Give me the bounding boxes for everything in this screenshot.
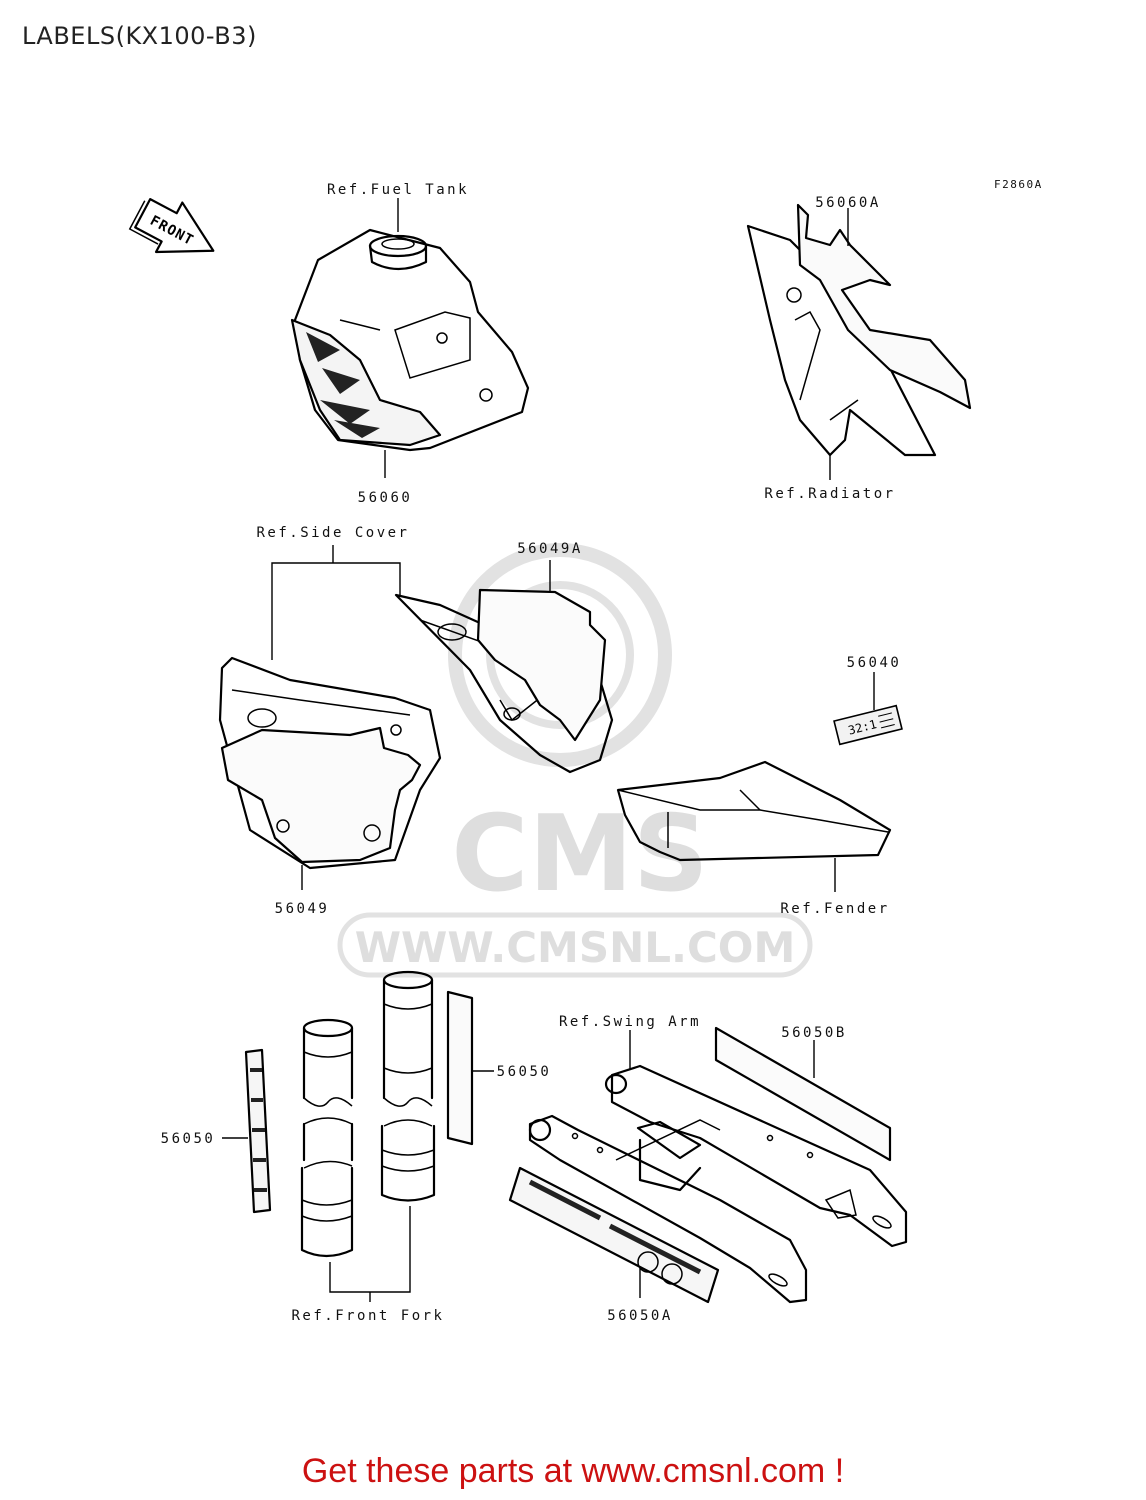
label-56049: 56049 xyxy=(275,901,330,917)
fork-tube-right xyxy=(380,970,436,1202)
label-56040: 56040 xyxy=(847,655,902,671)
swing-arm-decal-a xyxy=(508,1166,720,1304)
label-56060a: 56060A xyxy=(815,195,881,211)
fork-decal-right xyxy=(446,990,474,1146)
front-arrow: FRONT xyxy=(128,197,215,254)
page-title: LABELS(KX100-B3) xyxy=(22,22,257,50)
label-ref-fender: Ref.Fender xyxy=(780,901,889,917)
watermark-brand: CMS xyxy=(451,793,708,915)
label-56060: 56060 xyxy=(358,490,413,506)
rear-fender xyxy=(616,760,892,862)
label-ref-swing-arm: Ref.Swing Arm xyxy=(559,1014,701,1030)
label-ref-side-cover: Ref.Side Cover xyxy=(256,525,409,541)
swing-arm xyxy=(528,1064,908,1304)
label-ref-front-fork: Ref.Front Fork xyxy=(291,1308,444,1324)
front-arrow-label: FRONT xyxy=(147,213,196,249)
label-56050-right: 56050 xyxy=(497,1064,552,1080)
radiator-decal xyxy=(796,203,972,410)
side-cover-right xyxy=(394,588,614,774)
fork-decal-left xyxy=(244,1048,272,1214)
side-cover-left xyxy=(218,656,442,870)
label-56050-left: 56050 xyxy=(161,1131,216,1147)
watermark: CMS WWW.CMSNL.COM xyxy=(337,543,813,978)
figure-id: F2860A xyxy=(994,178,1043,191)
radiator-shroud xyxy=(746,203,972,457)
label-ref-fuel-tank: Ref.Fuel Tank xyxy=(327,182,469,198)
sticker-text: 32:1 xyxy=(847,717,878,738)
tank-decal xyxy=(290,318,442,447)
fork-tube-left xyxy=(300,1018,354,1258)
label-ref-radiator: Ref.Radiator xyxy=(764,486,895,502)
label-56050b: 56050B xyxy=(781,1025,847,1041)
fuel-mix-sticker: 32:1 xyxy=(833,704,903,746)
fuel-tank xyxy=(290,228,530,452)
label-56049a: 56049A xyxy=(517,541,583,557)
swing-arm-decal-b xyxy=(714,1026,892,1162)
label-56050a: 56050A xyxy=(607,1308,673,1324)
promo-link[interactable]: Get these parts at www.cmsnl.com ! xyxy=(301,1452,845,1490)
watermark-url: WWW.CMSNL.COM xyxy=(355,923,796,972)
